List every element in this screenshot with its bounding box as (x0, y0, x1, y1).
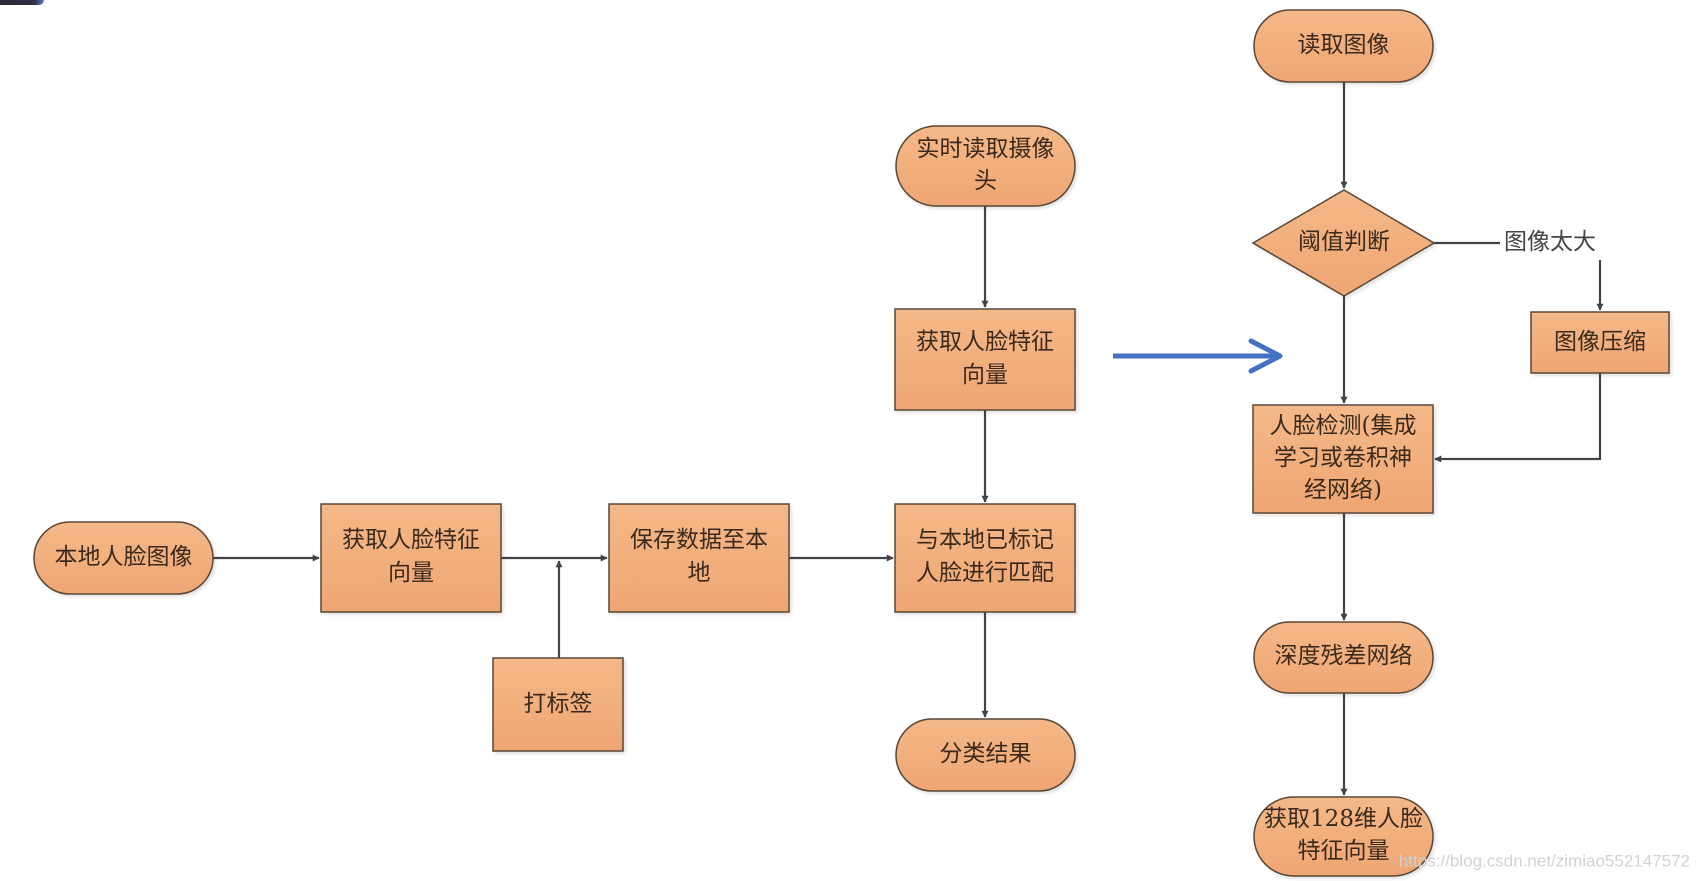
node-classification-result[interactable]: 分类结果 (895, 718, 1076, 792)
node-local-face-image[interactable]: 本地人脸图像 (33, 521, 214, 595)
node-label-line2: 地 (688, 560, 711, 586)
node-get-128d-vector[interactable]: 获取128维人脸 特征向量 (1253, 796, 1434, 877)
node-label-line1: 实时读取摄像 (917, 136, 1055, 162)
node-read-image[interactable]: 读取图像 (1253, 9, 1434, 83)
node-label-line1: 获取128维人脸 (1264, 806, 1423, 832)
node-save-data-local[interactable]: 保存数据至本 地 (608, 503, 790, 613)
node-realtime-camera[interactable]: 实时读取摄像 头 (895, 125, 1076, 207)
transition-arrow-icon (1113, 338, 1283, 374)
node-label-line2: 特征向量 (1298, 838, 1390, 864)
node-deep-residual-net[interactable]: 深度残差网络 (1253, 621, 1434, 694)
node-label-line1: 人脸检测(集成 (1270, 413, 1417, 439)
node-image-compress[interactable]: 图像压缩 (1530, 311, 1670, 374)
node-extract-features-local[interactable]: 获取人脸特征 向量 (320, 503, 502, 613)
node-label-line1: 保存数据至本 (630, 527, 768, 553)
node-label-line2: 向量 (962, 362, 1008, 388)
node-face-detection[interactable]: 人脸检测(集成 学习或卷积神 经网络) (1252, 404, 1434, 514)
node-threshold-check[interactable]: 阈值判断 (1251, 189, 1436, 297)
cropped-image-fragment (0, 0, 44, 5)
node-label-line1: 获取人脸特征 (916, 329, 1054, 355)
node-extract-features-live[interactable]: 获取人脸特征 向量 (894, 308, 1076, 411)
node-label-line2: 人脸进行匹配 (916, 560, 1054, 586)
node-label-line2: 向量 (388, 560, 434, 586)
node-match-local[interactable]: 与本地已标记 人脸进行匹配 (894, 503, 1076, 613)
edge-compress-to-detect (1434, 373, 1602, 463)
node-label: 分类结果 (940, 741, 1032, 767)
node-label-line1: 获取人脸特征 (342, 527, 480, 553)
node-label: 打标签 (524, 691, 593, 717)
node-label: 阈值判断 (1298, 229, 1390, 255)
node-label: 本地人脸图像 (55, 544, 193, 570)
node-label-line2: 学习或卷积神 (1274, 445, 1412, 471)
node-label: 深度残差网络 (1275, 643, 1413, 669)
edge-label-image-too-large: 图像太大 (1504, 229, 1596, 255)
node-label-line1: 与本地已标记 (916, 527, 1054, 553)
nodes: 本地人脸图像 获取人脸特征 向量 保存数据至本 地 打标签 实时读取摄像 头 获… (33, 9, 1670, 877)
node-label-line3: 经网络) (1304, 477, 1382, 503)
node-label: 读取图像 (1298, 32, 1390, 58)
watermark: https://blog.csdn.net/zimiao552147572 (1399, 851, 1690, 870)
node-label-line2: 头 (974, 168, 997, 194)
connectors (213, 82, 1604, 796)
node-add-label[interactable]: 打标签 (492, 657, 624, 752)
node-label: 图像压缩 (1554, 329, 1646, 355)
